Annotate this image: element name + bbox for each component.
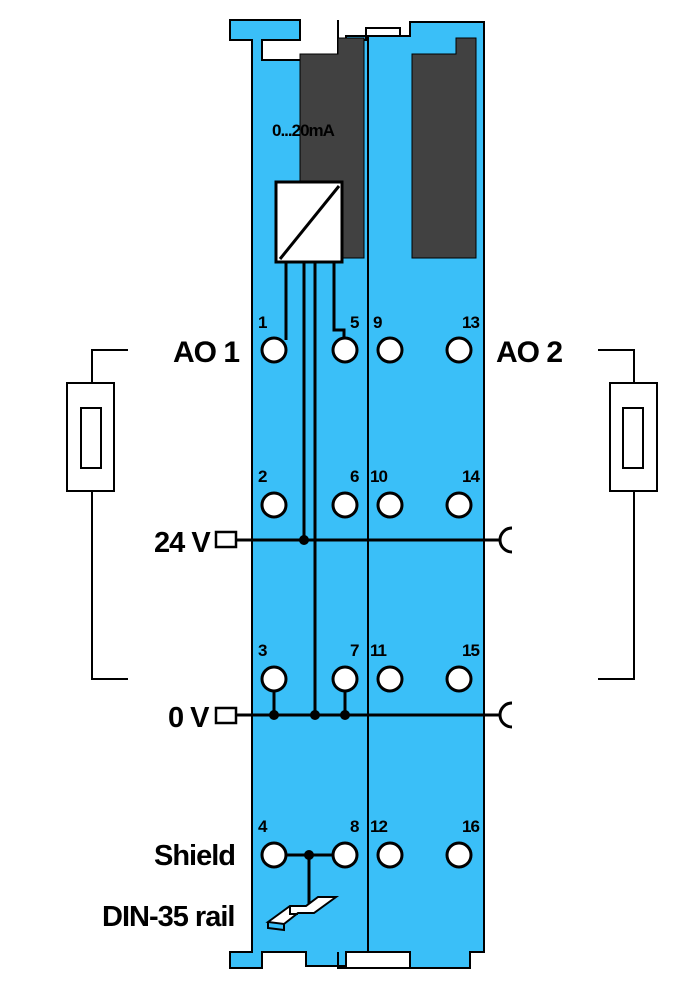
terminal-number: 7 bbox=[350, 641, 359, 660]
terminal-number: 5 bbox=[350, 313, 359, 332]
ao1-load-circuit bbox=[66, 349, 128, 680]
terminal-number: 10 bbox=[370, 467, 387, 486]
terminal-number: 12 bbox=[370, 817, 387, 836]
shield-label: Shield bbox=[154, 840, 235, 872]
terminal-1 bbox=[260, 336, 288, 364]
range-label: 0...20mA bbox=[272, 121, 335, 140]
terminal-12 bbox=[376, 841, 404, 869]
terminal-16 bbox=[445, 841, 473, 869]
supply-0v-label: 0 V bbox=[168, 702, 210, 734]
terminal-number: 4 bbox=[258, 817, 268, 836]
ao2-label: AO 2 bbox=[496, 336, 562, 369]
terminal-4 bbox=[260, 841, 288, 869]
terminal-8 bbox=[331, 841, 359, 869]
terminal-number: 6 bbox=[350, 467, 359, 486]
ground-rail-icon bbox=[265, 896, 340, 932]
terminal-number: 2 bbox=[258, 467, 267, 486]
shield-connection bbox=[286, 850, 333, 905]
supply-24v-label: 24 V bbox=[154, 527, 211, 559]
terminal-5 bbox=[331, 336, 359, 364]
supply-24v-bus bbox=[214, 526, 513, 554]
terminal-number: 1 bbox=[258, 313, 267, 332]
terminal-number: 11 bbox=[370, 641, 387, 660]
terminal-number: 14 bbox=[462, 467, 480, 486]
terminal-11 bbox=[376, 665, 404, 693]
terminal-13 bbox=[445, 336, 473, 364]
converter-icon bbox=[274, 180, 344, 264]
connector-block-right bbox=[411, 37, 477, 259]
ao2-load-circuit bbox=[598, 349, 658, 680]
terminal-number: 3 bbox=[258, 641, 267, 660]
terminal-15 bbox=[445, 665, 473, 693]
ao1-label: AO 1 bbox=[173, 336, 239, 369]
terminal-number: 13 bbox=[462, 313, 479, 332]
terminal-2 bbox=[260, 491, 288, 519]
terminal-7 bbox=[331, 665, 359, 693]
terminal-number: 8 bbox=[350, 817, 359, 836]
terminal-3 bbox=[260, 665, 288, 693]
terminal-numbers: 1 5 9 13 2 6 10 14 3 7 11 15 4 8 12 16 bbox=[258, 313, 481, 836]
supply-0v-bus bbox=[214, 691, 513, 729]
terminal-10 bbox=[376, 491, 404, 519]
internal-wiring bbox=[284, 262, 346, 715]
terminal-6 bbox=[331, 491, 359, 519]
resistor-icon bbox=[80, 407, 102, 469]
terminals bbox=[260, 336, 473, 869]
terminal-number: 15 bbox=[462, 641, 479, 660]
terminal-9 bbox=[376, 336, 404, 364]
resistor-icon bbox=[622, 407, 644, 469]
terminal-14 bbox=[445, 491, 473, 519]
din-rail-label: DIN-35 rail bbox=[102, 901, 234, 933]
terminal-number: 16 bbox=[462, 817, 479, 836]
terminal-number: 9 bbox=[373, 313, 382, 332]
